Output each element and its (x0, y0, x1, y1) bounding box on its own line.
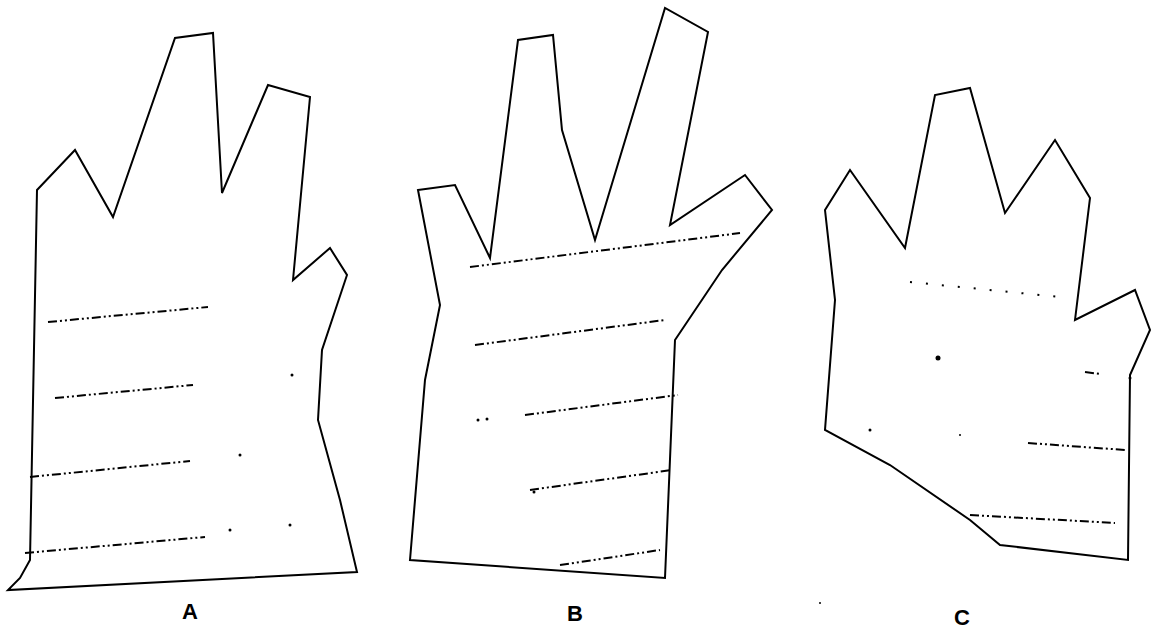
dot (486, 418, 489, 421)
dot (477, 419, 480, 422)
hand-outline (825, 88, 1150, 560)
dot (1129, 377, 1132, 380)
dot (959, 434, 961, 436)
dashed-line (1085, 372, 1100, 374)
hand-outline (410, 8, 772, 578)
dashed-line (25, 537, 205, 553)
dotted-line (910, 282, 1060, 297)
dashed-line (48, 307, 208, 322)
dashed-line (470, 233, 740, 267)
dot (533, 491, 536, 494)
dot (289, 524, 292, 527)
dot (869, 429, 872, 432)
figure-letter: B (567, 603, 583, 625)
hand-outline (8, 33, 357, 590)
figure-letter: C (954, 607, 970, 629)
dashed-line (970, 515, 1115, 523)
dot (291, 374, 294, 377)
dashed-line (560, 550, 660, 565)
dot (819, 602, 821, 604)
dashed-line (475, 320, 665, 345)
dot (229, 529, 232, 532)
dashed-line (1028, 443, 1125, 450)
dot (936, 356, 941, 361)
figure-letter: A (182, 601, 198, 623)
dashed-line (525, 395, 678, 415)
dashed-line (55, 385, 193, 398)
dashed-line (30, 461, 190, 477)
dot (239, 454, 242, 457)
dashed-line (530, 470, 672, 490)
